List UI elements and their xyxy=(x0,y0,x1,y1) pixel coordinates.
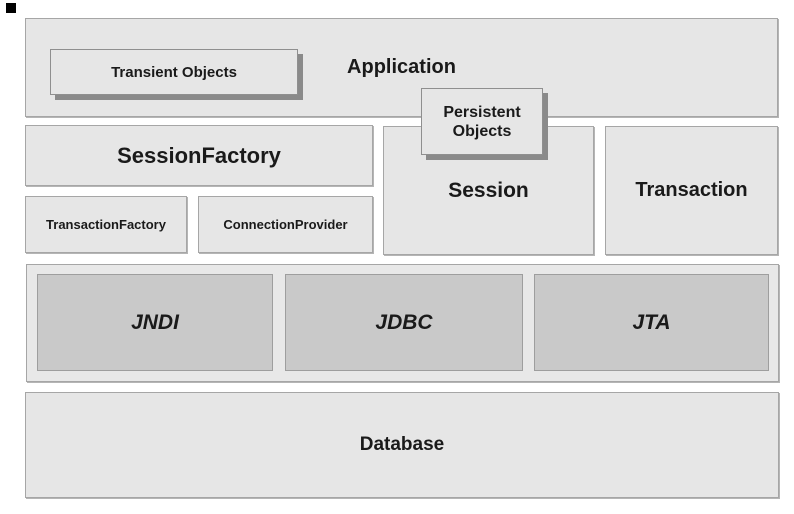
session-factory-label: SessionFactory xyxy=(117,142,281,168)
persistent-objects-node: Persistent Objects xyxy=(421,88,543,155)
jta-node: JTA xyxy=(534,274,769,371)
transaction-factory-node: TransactionFactory xyxy=(25,196,187,253)
transaction-node: Transaction xyxy=(605,126,778,255)
jndi-node: JNDI xyxy=(37,274,273,371)
session-factory-node: SessionFactory xyxy=(25,125,373,186)
session-node: Session xyxy=(383,126,594,255)
connection-provider-node: ConnectionProvider xyxy=(198,196,373,253)
transaction-label: Transaction xyxy=(635,179,748,201)
application-label: Application xyxy=(347,56,456,78)
persistent-objects-label-line2: Objects xyxy=(452,122,512,140)
jndi-label: JNDI xyxy=(131,310,179,334)
jdbc-node: JDBC xyxy=(285,274,523,371)
connection-provider-label: ConnectionProvider xyxy=(223,217,348,232)
jta-label: JTA xyxy=(632,310,671,334)
corner-mark xyxy=(6,3,16,13)
transient-objects-label: Transient Objects xyxy=(111,63,237,81)
database-label: Database xyxy=(359,434,445,455)
persistent-objects-label-line1: Persistent xyxy=(443,103,521,121)
database-node: Database xyxy=(25,392,779,498)
transaction-factory-label: TransactionFactory xyxy=(46,217,166,232)
transient-objects-node: Transient Objects xyxy=(50,49,298,95)
session-label: Session xyxy=(448,178,529,202)
jdbc-label: JDBC xyxy=(375,310,433,334)
